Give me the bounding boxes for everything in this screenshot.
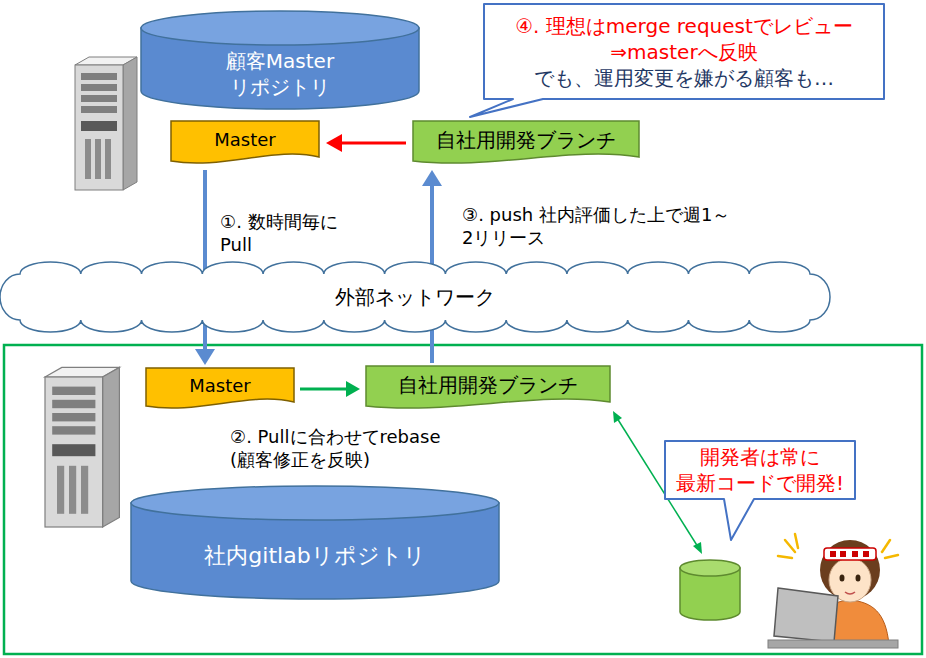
node-text: 外部ネットワーク xyxy=(335,284,495,310)
gitlab-repo-cylinder: 社内gitlabリポジトリ xyxy=(130,485,500,600)
flow-arrow xyxy=(326,134,406,152)
branch-flag: 自社用開発ブランチ xyxy=(412,120,640,166)
server-icon xyxy=(75,57,137,190)
callout-box: 開発者は常に 最新コードで開発! xyxy=(664,440,856,500)
branch-flag: 自社用開発ブランチ xyxy=(365,365,611,411)
node-text: 顧客Master リポジトリ xyxy=(224,48,336,100)
node-text: でも、運用変更を嫌がる顧客も… xyxy=(534,65,834,91)
callout-box: ④. 理想はmerge requestでレビュー ⇒masterへ反映でも、運用… xyxy=(483,3,885,100)
node-text: 自社用開発ブランチ xyxy=(398,372,578,398)
edge-label: ②. Pullに合わせてrebase (顧客修正を反映) xyxy=(230,425,444,472)
node-text: Master xyxy=(189,374,250,397)
flow-arrow xyxy=(300,381,360,397)
edge-label: ③. push 社内評価した上で週1～2リリース xyxy=(462,203,740,250)
edge-label: ①. 数時間毎に Pull xyxy=(220,210,341,257)
node-text: ④. 理想はmerge requestでレビュー ⇒masterへ反映 xyxy=(514,13,855,65)
node-text: Master xyxy=(214,128,275,151)
node-text: 自社用開発ブランチ xyxy=(436,127,616,153)
node-text: 開発者は常に 最新コードで開発! xyxy=(674,444,846,496)
branch-flag: Master xyxy=(170,120,320,166)
branch-flag: Master xyxy=(145,367,295,411)
cylinder-outline xyxy=(130,485,500,600)
customer-repo-cylinder: 顧客Master リポジトリ xyxy=(140,10,420,110)
developer-illustration xyxy=(768,534,898,648)
network-cloud: 外部ネットワーク xyxy=(0,262,830,332)
node-text: 社内gitlabリポジトリ xyxy=(204,542,425,571)
local-repo-cylinder xyxy=(680,560,740,620)
server-icon xyxy=(45,367,119,527)
internal-network-region xyxy=(4,345,922,654)
